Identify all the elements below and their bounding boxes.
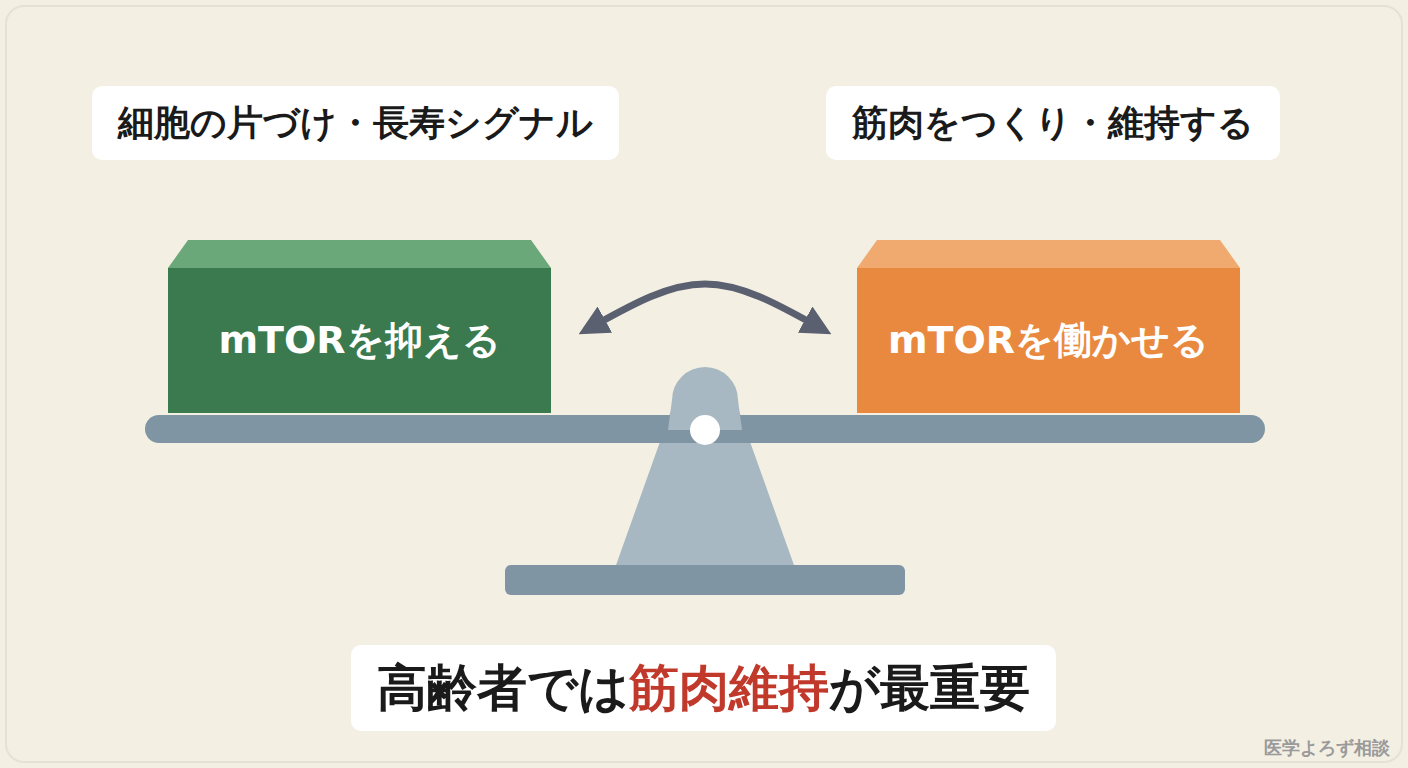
caption-box: 筋肉をつくり・維持する	[826, 86, 1280, 161]
banner-text: が最重要	[829, 659, 1030, 717]
block-top-face	[857, 240, 1240, 268]
pivot-pin	[690, 415, 720, 445]
block-face: mTORを抑える	[168, 268, 551, 413]
orange-block: mTORを働かせる	[857, 240, 1240, 413]
fulcrum-base	[505, 565, 905, 595]
block-top-face	[168, 240, 551, 268]
block-label: mTORを抑える	[218, 315, 500, 366]
block-face: mTORを働かせる	[857, 268, 1240, 413]
block-label: mTORを働かせる	[888, 315, 1209, 366]
block-front-face	[857, 268, 1240, 413]
banner-text: 筋肉維持	[629, 659, 829, 717]
caption-text: 細胞の片づけ・長寿シグナル	[118, 102, 593, 143]
caption-box: 細胞の片づけ・長寿シグナル	[92, 86, 619, 161]
caption-text: 筋肉をつくり・維持する	[852, 102, 1254, 143]
block-front-face	[168, 268, 551, 413]
banner-text: 高齢者では	[377, 659, 629, 717]
watermark: 医学よろず相談	[1264, 736, 1390, 760]
green-block: mTORを抑える	[168, 240, 551, 413]
conclusion-banner: 高齢者では筋肉維持が最重要	[351, 645, 1056, 732]
double-arrow	[597, 284, 813, 324]
background-panel	[6, 6, 1402, 762]
